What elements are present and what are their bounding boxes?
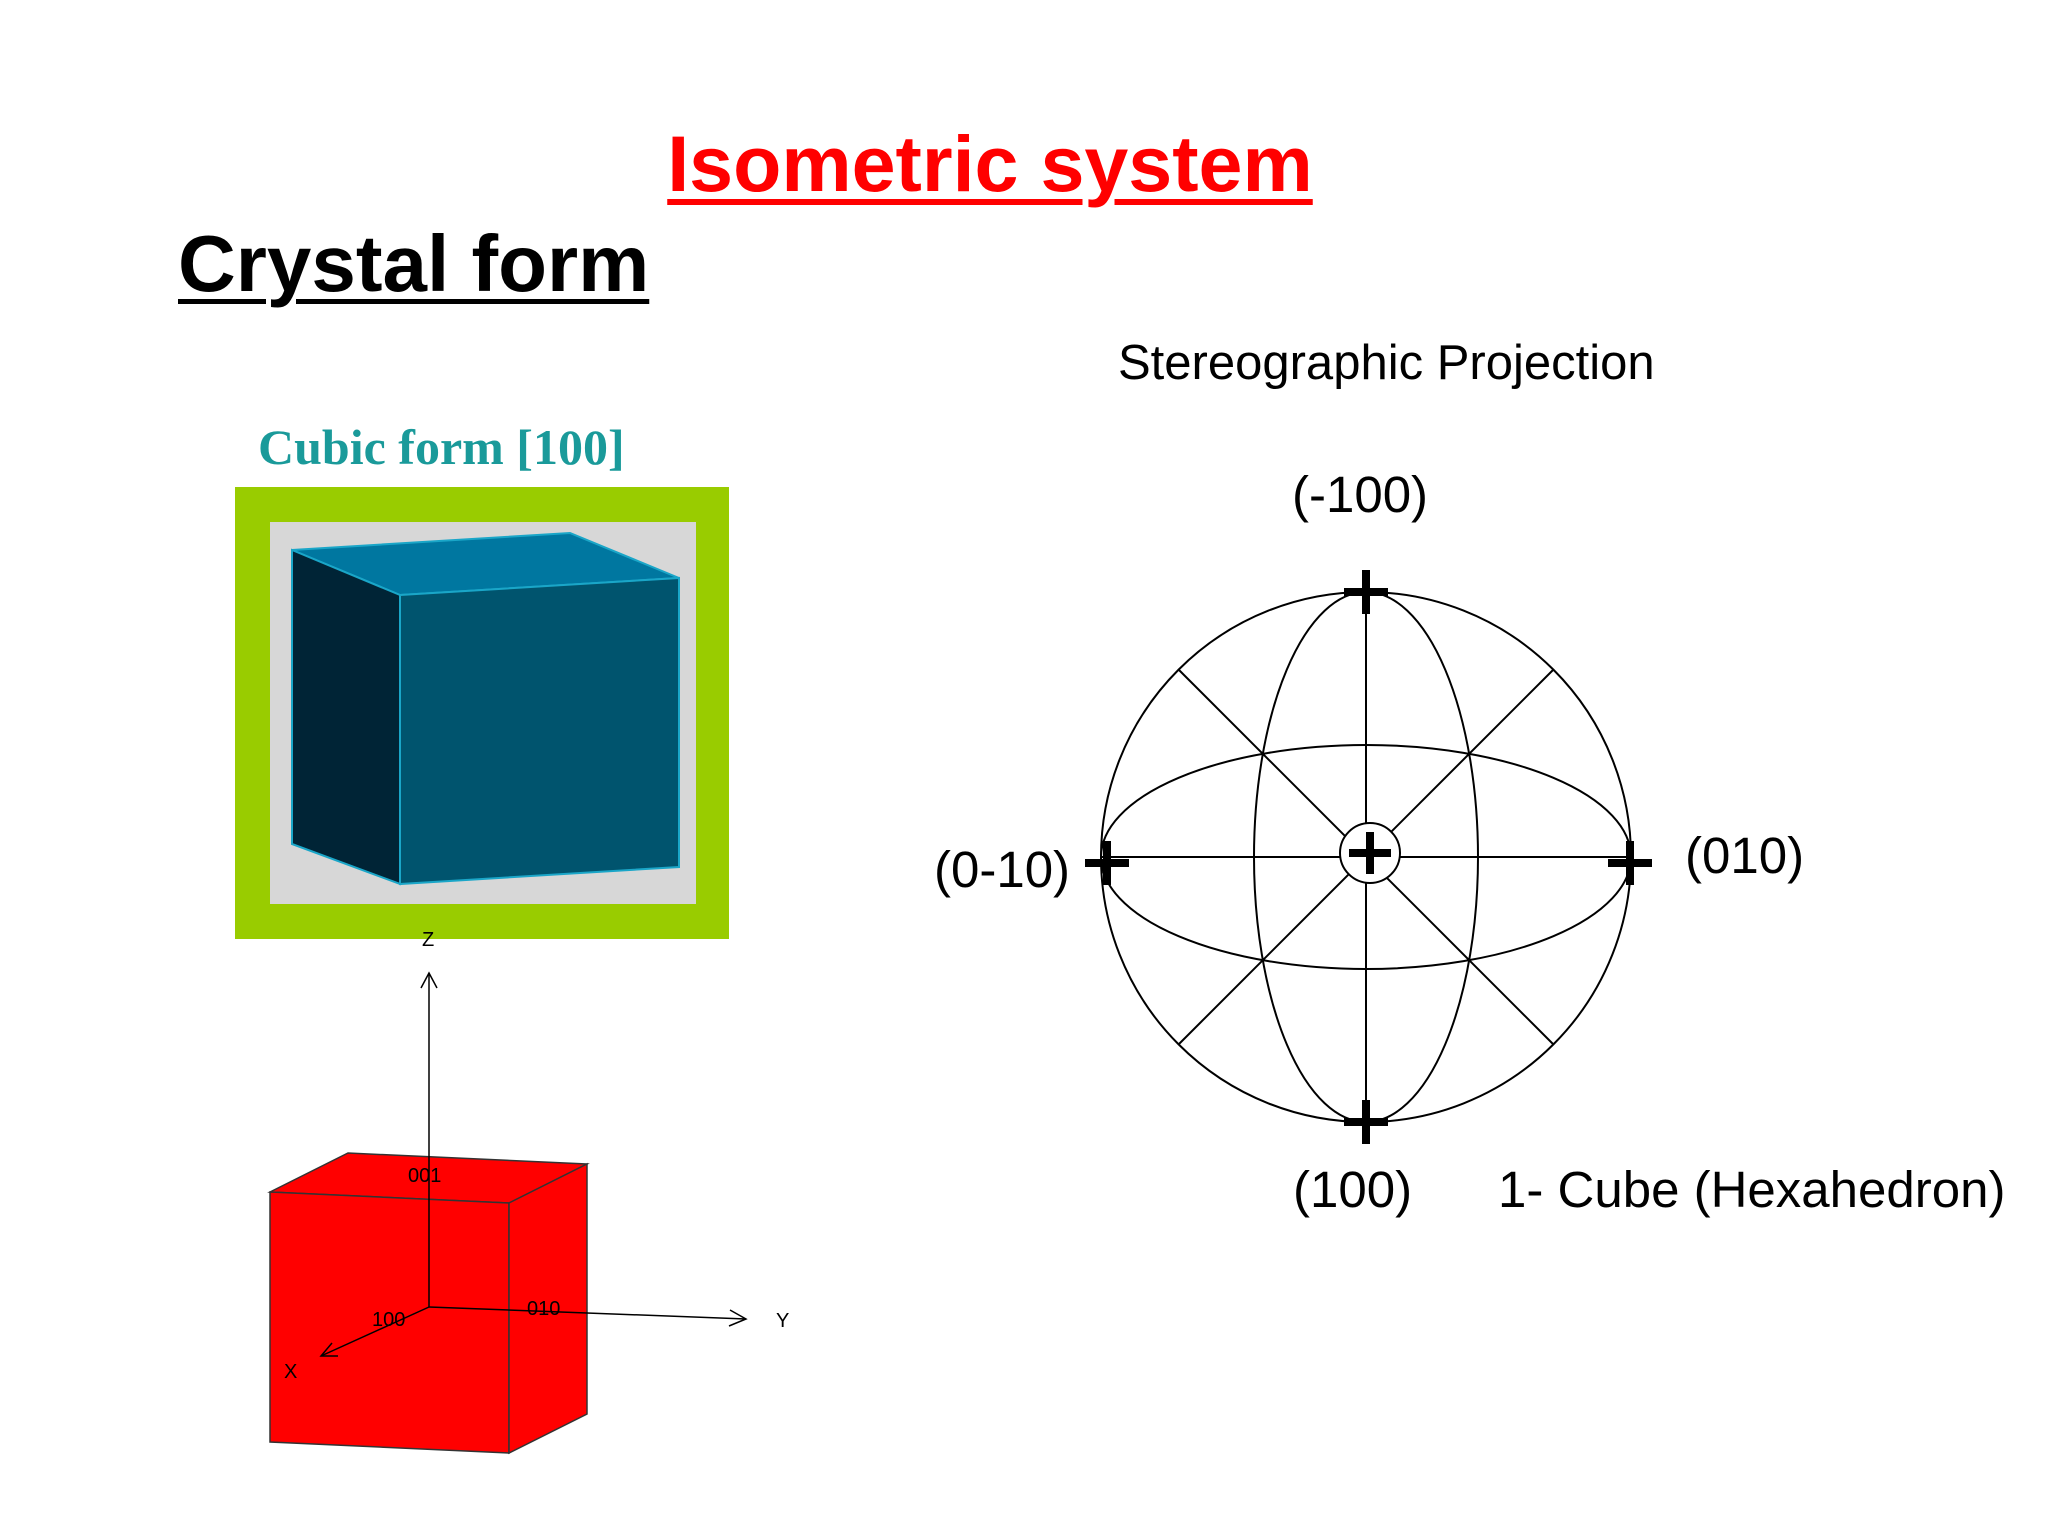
- pole-label-bottom: (100): [1293, 1161, 1413, 1218]
- cubic-form-label: Cubic form [100]: [258, 419, 625, 475]
- axes-diagram: Z Y X 001 100 010: [267, 929, 789, 1455]
- pole-label-right: (010): [1685, 827, 1805, 884]
- pole-label-left: (0-10): [934, 841, 1071, 898]
- slide-title: Isometric system: [667, 119, 1313, 208]
- y-axis-arrow: [728, 1309, 748, 1327]
- z-axis-label: Z: [422, 929, 434, 951]
- y-axis-label: Y: [776, 1310, 789, 1332]
- pole-bottom-marker: [1344, 1100, 1388, 1144]
- pole-left-marker: [1085, 841, 1129, 885]
- x-axis-label: X: [284, 1361, 297, 1383]
- y-axis: [428, 1306, 747, 1320]
- form-name-label: 1- Cube (Hexahedron): [1498, 1161, 2006, 1218]
- pole-markers: [1085, 570, 1652, 1144]
- pole-center-marker: [1349, 832, 1391, 874]
- face-label-001: 001: [408, 1165, 441, 1187]
- z-axis-arrow: [420, 971, 438, 989]
- x-axis: [320, 1306, 430, 1357]
- stereographic-title: Stereographic Projection: [1118, 336, 1655, 390]
- face-label-100: 100: [372, 1309, 405, 1331]
- pole-top-marker: [1344, 570, 1388, 614]
- blue-cube: [291, 531, 680, 886]
- red-cube-right-face: [508, 1162, 588, 1455]
- x-axis-arrow: [319, 1342, 338, 1357]
- pole-right-marker: [1608, 841, 1652, 885]
- face-label-010: 010: [527, 1298, 560, 1320]
- blue-cube-side-face: [291, 548, 401, 886]
- pole-label-top: (-100): [1292, 466, 1429, 523]
- blue-cube-front-face: [399, 576, 680, 886]
- section-heading: Crystal form: [178, 219, 650, 308]
